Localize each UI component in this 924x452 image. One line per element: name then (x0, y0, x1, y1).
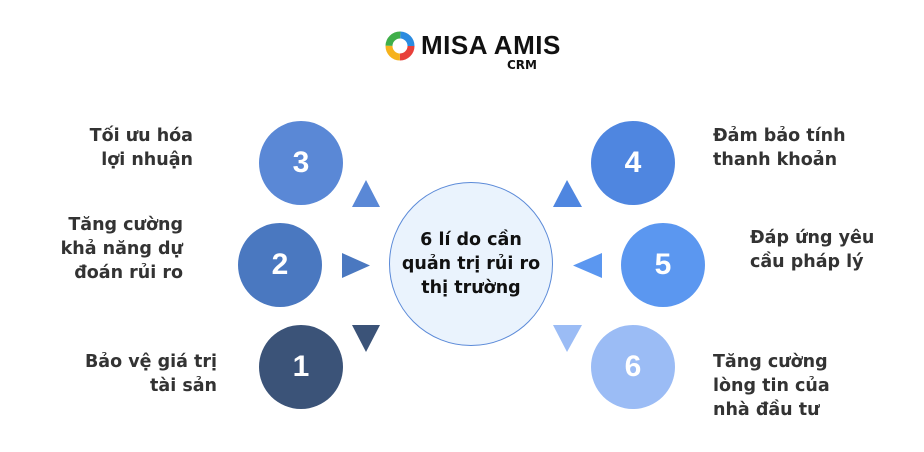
step-circle-4: 4 (591, 121, 675, 205)
label-line: Tăng cường (713, 352, 828, 372)
arrow-up-icon (352, 180, 380, 207)
logo-brand: MISA AMIS (421, 30, 561, 60)
arrow-right-icon (342, 253, 370, 278)
label-line: Tăng cường (68, 215, 183, 235)
label-line: cầu pháp lý (750, 252, 864, 272)
label-line: thanh khoản (713, 150, 838, 170)
label-line: nhà đầu tư (713, 400, 820, 420)
step-circle-3: 3 (259, 121, 343, 205)
label-line: Đảm bảo tính (713, 126, 846, 146)
step-label-4: Đảm bảo tính thanh khoản (713, 124, 846, 172)
label-line: Tối ưu hóa (89, 126, 193, 146)
step-label-2: Tăng cường khả năng dự đoán rủi ro (61, 213, 183, 285)
center-circle: 6 lí do cần quản trị rủi ro thị trường (389, 182, 553, 346)
label-line: đoán rủi ro (74, 263, 183, 283)
step-label-5: Đáp ứng yêu cầu pháp lý (750, 226, 874, 274)
arrow-up-icon (553, 180, 582, 207)
label-line: tài sản (150, 376, 217, 396)
logo-sub: CRM (507, 58, 537, 72)
center-title: 6 lí do cần quản trị rủi ro thị trường (401, 230, 541, 298)
arrow-down-icon (553, 325, 582, 352)
arrow-left-icon (573, 253, 602, 278)
step-circle-6: 6 (591, 325, 675, 409)
step-circle-1: 1 (259, 325, 343, 409)
step-circle-5: 5 (621, 223, 705, 307)
label-line: lòng tin của (713, 376, 830, 396)
step-label-6: Tăng cường lòng tin của nhà đầu tư (713, 350, 830, 422)
step-label-3: Tối ưu hóa lợi nhuận (90, 124, 193, 172)
step-label-1: Bảo vệ giá trị tài sản (85, 350, 217, 398)
label-line: Đáp ứng yêu (750, 228, 875, 248)
label-line: Bảo vệ giá trị (84, 352, 217, 372)
label-line: khả năng dự (60, 239, 183, 259)
misa-amis-crm-logo: MISA AMIS CRM (385, 30, 561, 72)
logo-ring-icon (385, 31, 415, 60)
step-circle-2: 2 (238, 223, 322, 307)
label-line: lợi nhuận (101, 150, 193, 170)
arrow-down-icon (352, 325, 380, 352)
